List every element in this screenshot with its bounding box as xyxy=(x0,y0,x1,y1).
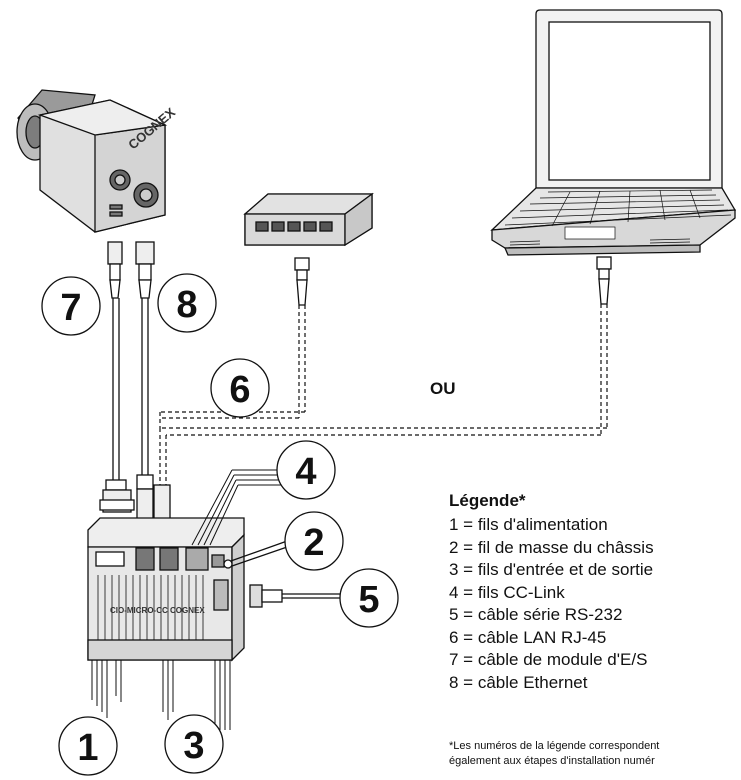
svg-text:COGNEX: COGNEX xyxy=(170,606,205,615)
legend-item: 5 = câble série RS-232 xyxy=(449,605,623,624)
callout-number-2: 2 xyxy=(303,522,324,564)
callout-number-1: 1 xyxy=(77,727,98,769)
module-brand-label: COGNEX xyxy=(170,606,205,615)
laptop-icon xyxy=(490,9,737,256)
camera-icon xyxy=(16,89,168,233)
callout-number-5: 5 xyxy=(358,579,379,621)
callout-number-6: 6 xyxy=(229,369,250,411)
legend-item: 8 = câble Ethernet xyxy=(449,672,588,692)
callout-circle-8 xyxy=(157,273,217,333)
or-label: OU xyxy=(430,379,456,398)
io-module-cable xyxy=(99,241,135,513)
legend-item: 6 = câble LAN RJ-45 xyxy=(449,627,607,647)
io-module-icon xyxy=(87,517,245,662)
callout-circle-2 xyxy=(284,511,344,571)
callout-number-3: 3 xyxy=(183,725,204,767)
legend-item: 1 = fils d'alimentation xyxy=(449,515,608,534)
legend-title: Légende* xyxy=(449,491,526,510)
callout-circle-3 xyxy=(164,714,224,774)
rj45-plug-switch xyxy=(294,257,310,306)
ground-wire xyxy=(223,539,291,569)
legend-item: 2 = fil de masse du châssis xyxy=(449,537,654,557)
footnote-line-2: également aux étapes d'installation numé… xyxy=(449,755,655,767)
callout-circle-6 xyxy=(210,358,270,418)
legend-item: 7 = câble de module d'E/S xyxy=(449,650,648,669)
callout-circle-7 xyxy=(41,276,101,336)
serial-cable xyxy=(249,584,345,608)
callout-number-7: 7 xyxy=(60,287,81,329)
callout-circle-1 xyxy=(58,716,118,776)
legend-footnote: *Les numéros de la légende correspondent… xyxy=(449,739,741,769)
ethernet-switch-icon xyxy=(243,192,374,247)
legend-item: 3 = fils d'entrée et de sortie xyxy=(449,560,654,579)
footnote-line-1: *Les numéros de la légende correspondent xyxy=(449,740,660,752)
legend-item: 4 = fils CC-Link xyxy=(449,582,565,602)
svg-text:CIO-MICRO-CC: CIO-MICRO-CC xyxy=(110,606,168,615)
callout-circle-4 xyxy=(276,440,336,500)
io-wires xyxy=(162,660,231,730)
callout-circle-5 xyxy=(339,568,399,628)
lan-cable-dashed xyxy=(159,304,608,485)
power-wires xyxy=(91,660,122,718)
cc-link-wires xyxy=(191,469,290,546)
rj45-plug-laptop xyxy=(596,256,612,305)
module-model-label: CIO-MICRO-CC xyxy=(110,606,168,615)
legend: Légende* 1 = fils d'alimentation 2 = fil… xyxy=(449,491,741,694)
callout-number-4: 4 xyxy=(295,451,316,493)
callout-number-8: 8 xyxy=(176,284,197,326)
